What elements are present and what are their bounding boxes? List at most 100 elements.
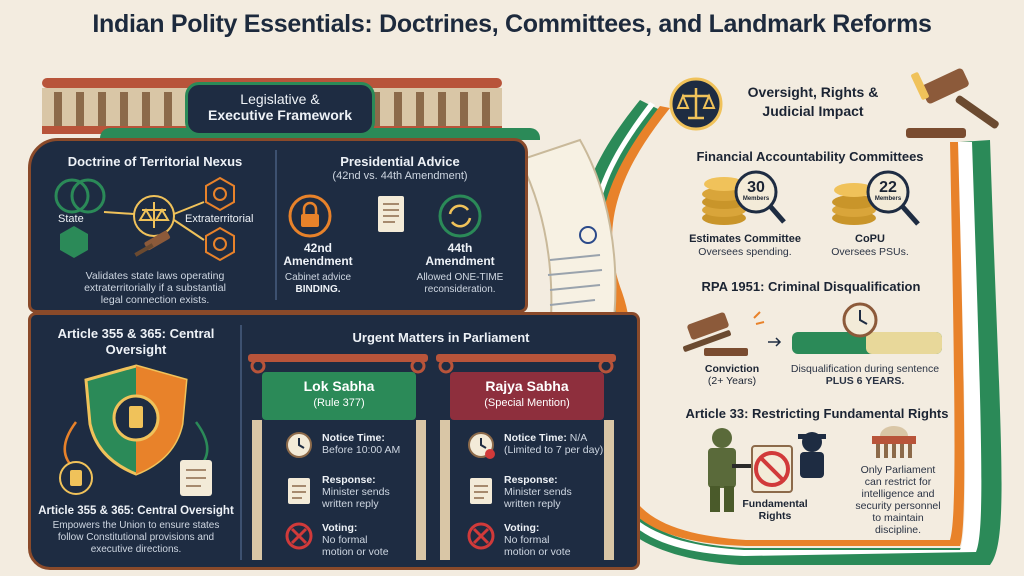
territorial-desc-line: legal connection exists. [100, 294, 210, 306]
article33-heading: Article 33: Restricting Fundamental Righ… [685, 406, 949, 421]
article33-desc-line: security personnel [855, 500, 941, 512]
copu-name: CoPU [855, 233, 885, 245]
territorial-extra-label: Extraterritorial [185, 213, 254, 225]
amendment-44-desc-line: reconsideration. [424, 284, 496, 295]
article33-rights-line: Fundamental [742, 498, 808, 510]
article355-heading-line: Article 355 & 365: Central [57, 326, 215, 341]
rpa-graphic [683, 302, 942, 356]
estimates-unit: Members [742, 196, 770, 202]
lok-voting-value: motion or vote [322, 546, 389, 558]
bottom-panel-divider [240, 325, 242, 560]
article33-description: Only Parliament can restrict for intelli… [842, 464, 954, 536]
copu-coins-icon [832, 170, 920, 226]
amendment-42-title: 42nd Amendment [283, 242, 353, 268]
territorial-description: Validates state laws operating extraterr… [40, 270, 270, 306]
territorial-desc-line: extraterritorially if a substantial [84, 282, 226, 294]
article355-heading: Article 355 & 365: Central Oversight [36, 326, 236, 358]
copu-unit: Members [874, 196, 902, 202]
rajya-notice-limit: (Limited to 7 per day) [504, 444, 604, 456]
legislative-line2: Executive Framework [208, 107, 352, 123]
rpa-desc-line: Disqualification during sentence [790, 363, 940, 375]
rajya-voting: Voting: No formal motion or vote [504, 522, 571, 558]
amendment-42-number: 42nd [303, 241, 332, 255]
central-oversight-graphic [59, 364, 212, 496]
page-title: Indian Polity Essentials: Doctrines, Com… [92, 10, 932, 38]
amendment-44-title: 44th Amendment [425, 242, 495, 268]
lok-notice: Notice Time: Before 10:00 AM [322, 432, 400, 456]
top-panel-divider [275, 150, 277, 300]
rajya-sabha-capital [436, 354, 616, 374]
lok-sabha-pillar-right [416, 420, 426, 560]
amendment-42-binding: BINDING. [295, 284, 341, 295]
presidential-subheading: (42nd vs. 44th Amendment) [332, 170, 468, 182]
article33-graphic [708, 426, 916, 512]
financial-heading: Financial Accountability Committees [696, 149, 924, 164]
rajya-sabha-name: Rajya Sabha [485, 378, 569, 394]
lok-response: Response: Minister sends written reply [322, 474, 390, 510]
rajya-voting-label: Voting: [504, 522, 540, 534]
legislative-line1: Legislative & [240, 91, 320, 107]
legislative-banner: Legislative & Executive Framework [185, 82, 375, 136]
rpa-conviction: Conviction (2+ Years) [692, 363, 772, 387]
rajya-sabha-pillar-right [604, 420, 614, 560]
article33-rights-line: Rights [758, 510, 792, 522]
rpa-description: Disqualification during sentence PLUS 6 … [780, 363, 950, 387]
rajya-sabha-rule: (Special Mention) [484, 397, 570, 409]
rajya-notice: Notice Time: N/A (Limited to 7 per day) [504, 432, 603, 456]
rpa-conviction-years: (2+ Years) [707, 375, 757, 387]
article355-caption: Article 355 & 365: Central Oversight [38, 505, 234, 517]
article355-desc-line: executive directions. [90, 544, 182, 555]
rajya-response-label: Response: [504, 474, 558, 486]
rajya-notice-value: N/A [569, 432, 588, 444]
rajya-sabha-header: Rajya Sabha (Special Mention) [450, 372, 604, 420]
lok-response-label: Response: [322, 474, 376, 486]
oversight-line1: Oversight, Rights & [747, 84, 879, 100]
article33-desc-line: to maintain [872, 512, 924, 524]
amendment-42-word: Amendment [283, 254, 353, 268]
amendment-42-desc: Cabinet advice BINDING. [278, 272, 358, 296]
lok-voting-label: Voting: [322, 522, 358, 534]
rajya-voting-value: motion or vote [504, 546, 571, 558]
amendment-44-desc: Allowed ONE-TIME reconsideration. [405, 272, 515, 296]
urgent-heading: Urgent Matters in Parliament [352, 330, 530, 345]
presidential-icons [288, 194, 482, 238]
lok-sabha-rule: (Rule 377) [313, 397, 365, 409]
lok-notice-label: Notice Time: [322, 432, 385, 444]
article33-desc-line: discipline. [874, 524, 922, 536]
article33-desc-line: can restrict for [864, 476, 932, 488]
rajya-notice-label: Notice Time: [504, 432, 567, 444]
lok-notice-value: Before 10:00 AM [322, 444, 401, 456]
amendment-44-number: 44th [447, 241, 473, 255]
rpa-conviction-label: Conviction [704, 363, 760, 375]
copu-desc: Oversees PSUs. [831, 246, 909, 258]
amendment-44-desc-line: Allowed ONE-TIME [416, 272, 504, 283]
rajya-sabha-pillar-left [440, 420, 450, 560]
lok-sabha-pillar-left [252, 420, 262, 560]
rpa-heading: RPA 1951: Criminal Disqualification [701, 279, 921, 294]
estimates-coins-icon [702, 170, 786, 225]
lok-response-value: written reply [322, 498, 379, 510]
oversight-line2: Judicial Impact [762, 103, 864, 119]
rajya-response: Response: Minister sends written reply [504, 474, 572, 510]
rpa-desc-emphasis: PLUS 6 YEARS. [825, 375, 905, 387]
territorial-nexus-graphic [54, 176, 235, 262]
territorial-desc-line: Validates state laws operating [85, 270, 225, 282]
presidential-heading: Presidential Advice [340, 154, 460, 169]
lok-sabha-header: Lok Sabha (Rule 377) [262, 372, 416, 420]
lok-voting-value: No formal [322, 534, 368, 546]
article355-heading-line: Oversight [105, 342, 167, 357]
article355-desc-line: follow Constitutional provisions and [57, 532, 215, 543]
lok-voting: Voting: No formal motion or vote [322, 522, 389, 558]
rajya-voting-value: No formal [504, 534, 550, 546]
lok-response-value: Minister sends [322, 486, 390, 498]
rajya-sabha-icons [467, 432, 495, 550]
rajya-response-value: written reply [504, 498, 561, 510]
lok-sabha-name: Lok Sabha [303, 378, 375, 394]
estimates-desc: Oversees spending. [698, 246, 792, 258]
amendment-42-desc-line: Cabinet advice [284, 272, 352, 283]
copu-count: 22 [879, 179, 897, 196]
rajya-response-value: Minister sends [504, 486, 572, 498]
estimates-name: Estimates Committee [689, 233, 801, 245]
lok-sabha-capital [248, 354, 428, 374]
scales-of-justice-icon [669, 77, 723, 131]
